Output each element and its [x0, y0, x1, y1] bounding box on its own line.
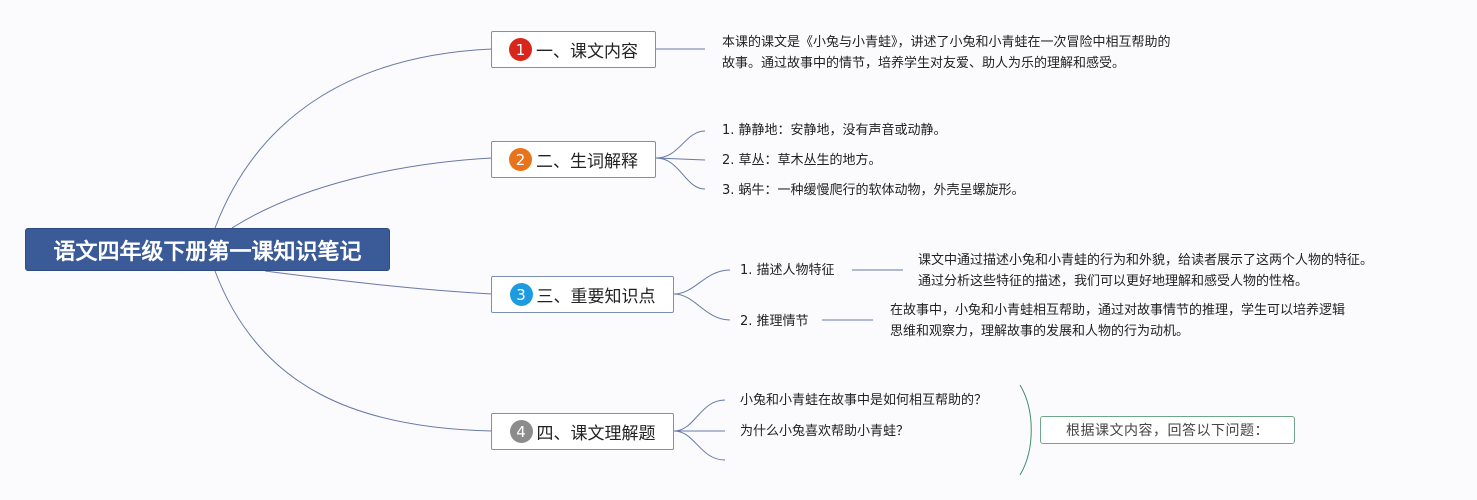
topic-4[interactable]: 4 四、课文理解题: [491, 413, 674, 450]
topic-3[interactable]: 3 三、重要知识点: [491, 276, 674, 313]
connector-root-topic4: [214, 270, 493, 432]
detail-line: 思维和观察力，理解故事的发展和人物的行为动机。: [890, 324, 1190, 339]
summary-note[interactable]: 根据课文内容，回答以下问题：: [1040, 416, 1295, 444]
topic-1-title: 一、课文内容: [536, 42, 638, 62]
vocab-item-1[interactable]: 1. 静静地：安静地，没有声音或动静。: [722, 123, 947, 138]
detail-line: 故事。通过故事中的情节，培养学生对友爱、助人为乐的理解和感受。: [722, 56, 1126, 71]
connector-root-topic1: [214, 48, 493, 229]
summary-text: 根据课文内容，回答以下问题：: [1066, 423, 1269, 439]
detail-line: 在故事中，小兔和小青蛙相互帮助，通过对故事情节的推理，学生可以培养逻辑: [890, 303, 1346, 318]
question-item-2[interactable]: 为什么小兔喜欢帮助小青蛙？: [740, 424, 910, 439]
badge-number-icon: 2: [509, 148, 532, 171]
topic-2[interactable]: 2 二、生词解释: [491, 141, 656, 178]
topic-1-detail: 本课的课文是《小兔与小青蛙》，讲述了小兔和小青蛙在一次冒险中相互帮助的 故事。通…: [722, 32, 1171, 74]
question-item-1[interactable]: 小兔和小青蛙在故事中是如何相互帮助的？: [740, 393, 988, 408]
knowledge-item-1-detail: 课文中通过描述小兔和小青蛙的行为和外貌，给读者展示了这两个人物的特征。 通过分析…: [918, 250, 1373, 292]
badge-number-icon: 1: [509, 38, 532, 61]
summary-bracket: [1019, 384, 1032, 476]
knowledge-item-2[interactable]: 2. 推理情节: [740, 314, 809, 329]
vocab-item-3[interactable]: 3. 蜗牛：一种缓慢爬行的软体动物，外壳呈螺旋形。: [722, 183, 1025, 198]
connector-topic2-item3: [655, 157, 706, 190]
connector-topic4-item1: [673, 399, 726, 432]
vocab-item-2[interactable]: 2. 草丛：草木丛生的地方。: [722, 153, 882, 168]
connector-root-topic2: [231, 157, 493, 229]
connector-topic2-item1: [655, 130, 706, 159]
badge-number-icon: 3: [509, 283, 533, 306]
knowledge-item-2-detail: 在故事中，小兔和小青蛙相互帮助，通过对故事情节的推理，学生可以培养逻辑 思维和观…: [890, 300, 1345, 342]
connector-root-topic3: [264, 270, 493, 295]
root-topic[interactable]: 语文四年级下册第一课知识笔记: [25, 228, 390, 271]
detail-line: 通过分析这些特征的描述，我们可以更好地理解和感受人物的性格。: [918, 274, 1309, 289]
connector-topic2-item2: [655, 157, 706, 161]
connector-topic4-item3: [673, 430, 726, 461]
detail-line: 本课的课文是《小兔与小青蛙》，讲述了小兔和小青蛙在一次冒险中相互帮助的: [722, 35, 1171, 50]
topic-3-title: 三、重要知识点: [536, 287, 656, 307]
connector-topic3-item1: [673, 269, 731, 295]
connector-topic3-item2: [673, 293, 731, 321]
knowledge-item-1[interactable]: 1. 描述人物特征: [740, 263, 835, 278]
root-title: 语文四年级下册第一课知识笔记: [53, 239, 362, 265]
badge-number-icon: 4: [509, 420, 533, 443]
topic-2-title: 二、生词解释: [536, 152, 638, 172]
topic-4-title: 四、课文理解题: [536, 424, 656, 444]
topic-1[interactable]: 1 一、课文内容: [491, 31, 656, 68]
detail-line: 课文中通过描述小兔和小青蛙的行为和外貌，给读者展示了这两个人物的特征。: [918, 253, 1374, 268]
